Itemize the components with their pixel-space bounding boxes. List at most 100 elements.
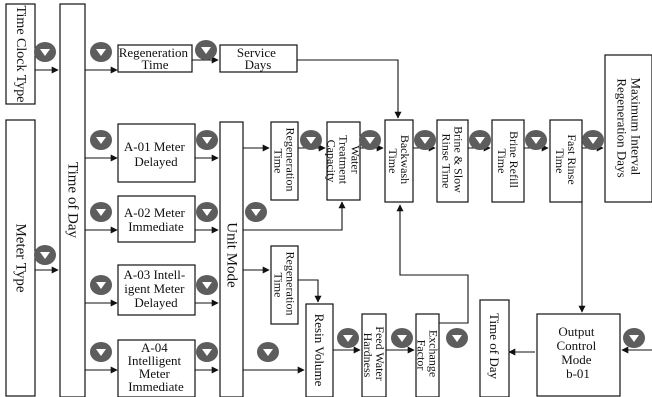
- step-button-icon[interactable]: [245, 202, 267, 222]
- time-of-day-end-label: Time of Day: [487, 313, 502, 379]
- meter-type-label: Meter Type: [13, 223, 29, 292]
- resin-volume-box: Resin Volume: [305, 303, 334, 397]
- step-button-icon[interactable]: [446, 328, 468, 348]
- svg-text:Service Days: Service Days: [237, 45, 279, 72]
- feed-water-hardness-line2: Hardness: [361, 333, 375, 378]
- a01-line2: Delayed: [134, 154, 178, 169]
- svg-text:Backwash Time: Backwash Time: [386, 135, 412, 187]
- time-clock-type-box: Time Clock Type: [5, 3, 36, 105]
- step-button-icon[interactable]: [623, 328, 645, 348]
- backwash-time-box: Backwash Time: [384, 119, 414, 203]
- step-button-icon[interactable]: [34, 245, 56, 265]
- a04-line3: Meter: [139, 366, 171, 381]
- max-interval-box: Maximum Interval Regeneration Days: [604, 54, 652, 203]
- step-button-icon[interactable]: [196, 275, 218, 295]
- step-button-icon[interactable]: [337, 328, 359, 348]
- a03-line2: igent Meter: [124, 281, 185, 296]
- unit-mode-box: Unit Mode: [219, 121, 244, 397]
- step-button-icon[interactable]: [90, 342, 112, 362]
- a03-line3: Delayed: [134, 295, 178, 310]
- exchange-factor-line2: Factor: [415, 340, 429, 371]
- brine-refill-box: Brine Refill Time: [491, 119, 525, 203]
- backwash-time-line2: Time: [386, 149, 400, 174]
- brine-refill-line2: Time: [495, 149, 509, 174]
- svg-text:A-03 Intell- igent Meter: A-03 Intell- igent Meter Delayed: [124, 267, 189, 310]
- output-control-mode-box: Output Control Mode b-01: [536, 313, 621, 397]
- feed-water-hardness-box: Feed Water Hardness: [361, 313, 387, 397]
- regeneration-time-a-line2: Time: [272, 149, 286, 174]
- a03-box: A-03 Intell- igent Meter Delayed: [117, 264, 196, 316]
- svg-text:Fast Rinse Time: Fast Rinse Time: [553, 134, 579, 187]
- regeneration-time-a-line1: Regeneration: [284, 128, 298, 192]
- svg-text:Regeneration Time: Regeneration Time: [272, 128, 298, 195]
- brine-slow-rinse-box: Brine & Slow Rinse Time: [436, 119, 469, 203]
- regeneration-time-a-box: Regeneration Time: [270, 121, 299, 201]
- water-treatment-capacity-box: Water Treatment Capacity: [325, 121, 363, 201]
- time-of-day-box: Time of Day: [59, 3, 86, 397]
- step-button-icon[interactable]: [391, 328, 413, 348]
- step-button-icon[interactable]: [90, 130, 112, 150]
- brine-slow-rinse-line1: Brine & Slow: [452, 126, 466, 193]
- a02-line1: A-02 Meter: [124, 205, 186, 220]
- step-button-icon[interactable]: [300, 130, 322, 150]
- svg-text:Output Control Mod: Output Control Mode b-01: [557, 324, 600, 381]
- step-button-icon[interactable]: [34, 42, 56, 62]
- step-button-icon[interactable]: [257, 342, 279, 362]
- regeneration-time-top-line1: Regeneration: [119, 45, 189, 60]
- service-days-line1: Service: [237, 45, 276, 60]
- step-button-icon[interactable]: [90, 275, 112, 295]
- a01-line1: A-01 Meter: [124, 139, 186, 154]
- svg-text:Regeneration Time: Regeneration Time: [119, 45, 192, 72]
- step-button-icon[interactable]: [359, 130, 381, 150]
- step-button-icon[interactable]: [582, 130, 604, 150]
- step-button-icon[interactable]: [525, 130, 547, 150]
- step-button-icon[interactable]: [196, 202, 218, 222]
- exchange-factor-line1: Exchange: [427, 330, 441, 377]
- svg-text:Brine Refill Time: Brine Refill Time: [495, 131, 521, 191]
- water-treatment-capacity-line1: Water: [349, 145, 363, 173]
- brine-refill-line1: Brine Refill: [507, 131, 521, 189]
- service-days-line2: Days: [245, 57, 272, 72]
- time-of-day-label: Time of Day: [65, 162, 81, 239]
- svg-text:A-02 Meter Immediate: A-02 Meter Immediate: [124, 205, 188, 234]
- max-interval-line2: Regeneration Days: [615, 78, 630, 177]
- meter-type-box: Meter Type: [5, 119, 36, 397]
- backwash-time-line1: Backwash: [398, 135, 412, 184]
- svg-text:Water Treatment Ca: Water Treatment Capacity: [325, 135, 363, 187]
- svg-text:Brine & Slow Rinse Time: Brine & Slow Rinse Time: [440, 126, 466, 196]
- step-button-icon[interactable]: [196, 130, 218, 150]
- a04-line4: Immediate: [128, 379, 184, 394]
- output-control-mode-line3: Mode: [561, 352, 592, 367]
- step-button-icon[interactable]: [469, 130, 491, 150]
- svg-text:Maximum Interval Regener: Maximum Interval Regeneration Days: [615, 77, 644, 178]
- regeneration-time-top-box: Regeneration Time: [117, 44, 193, 73]
- svg-text:Feed Water Hardness: Feed Water Hardness: [361, 326, 387, 383]
- step-button-icon[interactable]: [414, 130, 436, 150]
- step-button-icon[interactable]: [90, 42, 112, 62]
- water-treatment-capacity-line2: Treatment: [337, 135, 351, 185]
- fast-rinse-box: Fast Rinse Time: [549, 119, 583, 203]
- feed-water-hardness-line1: Feed Water: [373, 326, 387, 380]
- fast-rinse-line1: Fast Rinse: [565, 134, 579, 184]
- step-button-icon[interactable]: [195, 40, 217, 60]
- a04-line1: A-04: [141, 340, 168, 355]
- exchange-factor-box: Exchange Factor: [415, 313, 441, 397]
- water-treatment-capacity-line3: Capacity: [325, 140, 339, 183]
- regeneration-time-b-box: Regeneration Time: [270, 245, 299, 325]
- svg-text:Regeneration Time: Regeneration Time: [272, 252, 298, 319]
- regeneration-time-b-line2: Time: [272, 273, 286, 298]
- a01-box: A-01 Meter Delayed: [117, 123, 196, 183]
- fast-rinse-line2: Time: [553, 149, 567, 174]
- service-days-box: Service Days: [219, 44, 298, 73]
- unit-mode-label: Unit Mode: [224, 222, 240, 288]
- a02-line2: Immediate: [128, 219, 184, 234]
- a03-line1: A-03 Intell-: [124, 267, 186, 282]
- a04-line2: Intelligent: [128, 353, 182, 368]
- step-button-icon[interactable]: [196, 342, 218, 362]
- a04-box: A-04 Intelligent Meter Immediate: [117, 339, 196, 397]
- max-interval-line1: Maximum Interval: [629, 77, 644, 175]
- step-button-icon[interactable]: [90, 202, 112, 222]
- svg-text:A-04 Intelligent M: A-04 Intelligent Meter Immediate: [128, 340, 185, 394]
- svg-text:Exchange Factor: Exchange Factor: [415, 330, 441, 380]
